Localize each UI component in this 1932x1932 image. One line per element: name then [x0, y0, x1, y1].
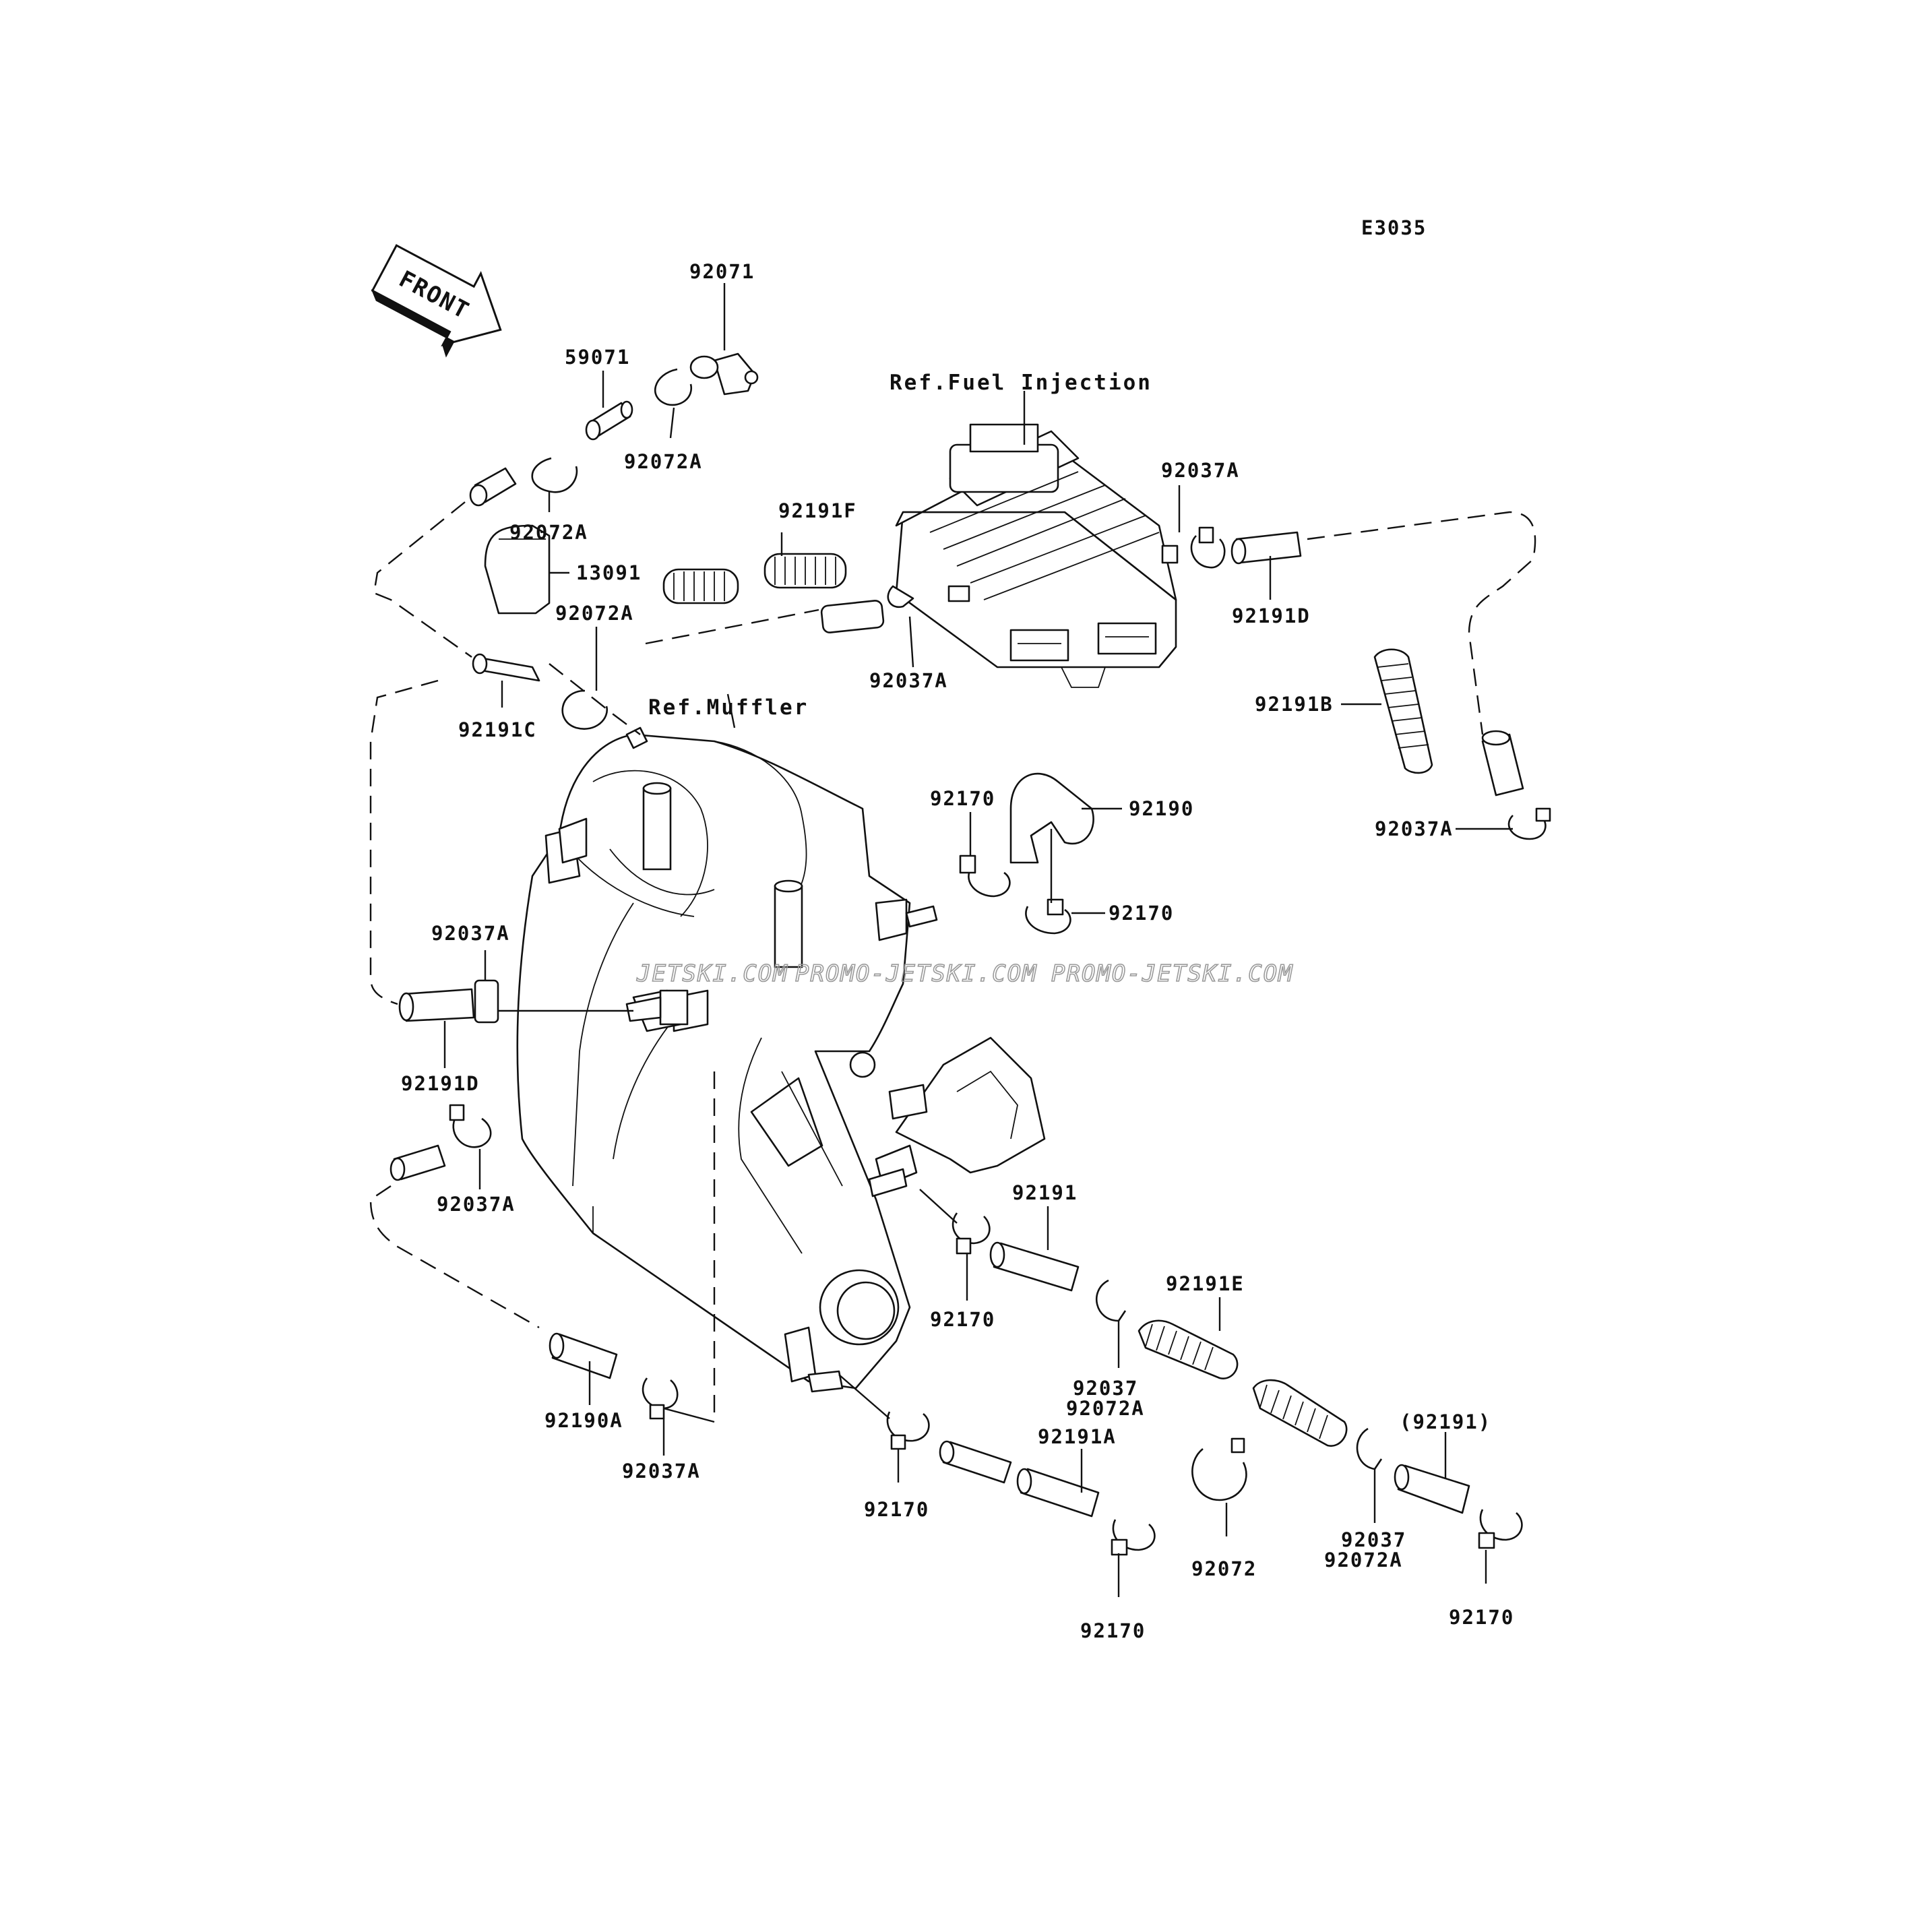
clamp-92072a-left	[531, 457, 578, 493]
corrugated-hose-92191f	[662, 553, 847, 604]
corrugated-hose-92191e	[1138, 1319, 1348, 1447]
callout-label: 92037A	[437, 1193, 516, 1216]
callout-label: 92191A	[1038, 1425, 1117, 1448]
watermark-1: JETSKI.COM	[636, 960, 788, 987]
callout-label: 92170	[930, 787, 995, 810]
callout-label: 92071	[689, 260, 755, 283]
pipe-59071	[585, 400, 633, 441]
callout-label: 92170	[864, 1498, 929, 1521]
hose-92191d-left	[403, 988, 475, 1022]
front-arrow-icon: FRONT	[371, 244, 502, 358]
clamp-92072a-top	[654, 368, 693, 406]
callout-label: 92072A	[1066, 1397, 1145, 1420]
callout-label: 59071	[565, 346, 630, 369]
callout-label: 92191	[1012, 1181, 1078, 1204]
callout-label: 92191E	[1166, 1272, 1245, 1295]
fitting-92071	[689, 352, 759, 396]
bent-hose-92190	[1009, 772, 1094, 864]
watermark-3: PROMO-JETSKI.COM	[1051, 960, 1294, 987]
hose-92191	[993, 1242, 1080, 1292]
callout-label: 92072A	[624, 450, 703, 473]
clamp-92037a-ecu	[1190, 535, 1226, 569]
fuel-injection-module	[895, 423, 1179, 688]
callout-label: 92191C	[458, 718, 537, 741]
callout-label: 92191B	[1255, 693, 1334, 716]
callout-label: 92170	[1109, 902, 1174, 925]
diagram-code: E3035	[1361, 216, 1427, 239]
routing-lines	[369, 501, 1536, 1422]
callout-label: 92170	[1080, 1619, 1146, 1642]
callout-label: 92191D	[401, 1072, 480, 1095]
clamp-92037a-lower-left	[452, 1117, 492, 1148]
callout-label: 92037A	[1161, 459, 1240, 482]
callout-label: 92037A	[1375, 817, 1454, 840]
callout-label: 13091	[576, 561, 642, 584]
hose-92191a	[1020, 1468, 1100, 1518]
callout-label: 92170	[930, 1308, 995, 1331]
watermark-2: PROMO-JETSKI.COM	[795, 960, 1038, 987]
callout-label: 92191D	[1232, 604, 1311, 627]
clamp-92072	[1191, 1447, 1247, 1501]
hose-92191-paren	[1397, 1464, 1470, 1514]
leader-lines	[443, 283, 1513, 1597]
clamp-92170-a	[968, 869, 1011, 898]
callout-label: 92037A	[622, 1460, 701, 1483]
callout-label: 92037A	[869, 669, 948, 692]
ref-fuel-injection-label: Ref.Fuel Injection	[890, 371, 1152, 395]
callout-label: 92170	[1449, 1606, 1514, 1629]
ref-muffler-label: Ref.Muffler	[648, 695, 809, 720]
callout-label: 92037A	[431, 922, 510, 945]
clamp-92170-c	[952, 1212, 991, 1245]
callout-label: 92072A	[509, 521, 588, 544]
hoses-and-clamps	[389, 352, 1551, 1556]
clamp-92037-b	[1356, 1427, 1383, 1470]
clamp-92170-d	[886, 1411, 930, 1442]
callout-label: 92072A	[555, 602, 634, 625]
callout-label: 92037	[1073, 1377, 1138, 1400]
callout-label: 92037	[1341, 1528, 1406, 1551]
callout-labels: 92071 59071 92072A 92072A 92072A 13091 9…	[401, 260, 1514, 1642]
callout-label: 92190A	[544, 1409, 623, 1432]
corrugated-hose-92191b	[1373, 648, 1433, 774]
callout-label: 92072A	[1324, 1549, 1403, 1571]
block-13091	[484, 524, 551, 615]
clamp-92072a-mid	[561, 689, 609, 730]
callout-label: 92191F	[778, 499, 857, 522]
callout-label: 92190	[1129, 797, 1194, 820]
callout-label: (92191)	[1400, 1410, 1491, 1433]
muffler-assembly	[516, 733, 1046, 1393]
callout-label: 92072	[1191, 1557, 1257, 1580]
